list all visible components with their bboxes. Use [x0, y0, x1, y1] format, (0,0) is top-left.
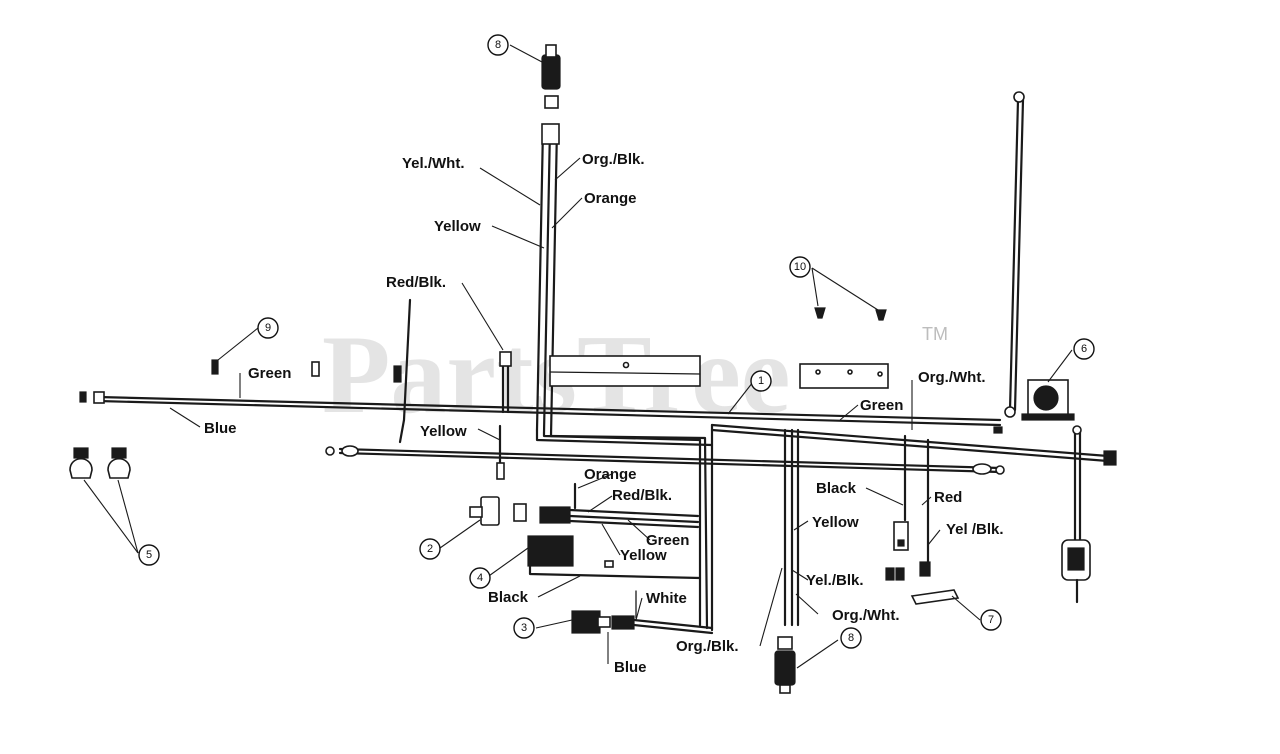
label-yel-blk-right: Yel /Blk.: [946, 521, 1004, 538]
label-white-lower: White: [646, 590, 687, 607]
svg-text:4: 4: [477, 572, 483, 584]
label-org-blk-lower: Org./Blk.: [676, 638, 739, 655]
watermark-trademark: TM: [922, 324, 948, 344]
callout-2: 2: [419, 538, 441, 560]
svg-text:5: 5: [146, 549, 152, 561]
svg-text:6: 6: [1081, 343, 1087, 355]
callout-1: 1: [750, 370, 772, 392]
yellow-mid-lead: [496, 424, 505, 480]
right-long-lead: [1004, 91, 1091, 604]
label-yel-wht-top: Yel./Wht.: [402, 155, 465, 172]
callout-5: 5: [138, 544, 160, 566]
label-org-wht-lower: Org./Wht.: [832, 607, 900, 624]
label-green-lower: Green: [646, 532, 689, 549]
wire-labels: Yel./Wht. Org./Blk. Orange Yellow Red/Bl…: [204, 151, 1004, 676]
lower-left-wiring: [469, 482, 714, 635]
svg-text:3: 3: [521, 622, 527, 634]
label-red-blk-left: Red/Blk.: [386, 274, 446, 291]
label-orange-top: Orange: [584, 190, 637, 207]
label-yellow-top: Yellow: [434, 218, 481, 235]
label-org-blk-top: Org./Blk.: [582, 151, 645, 168]
cable-tie: [398, 298, 412, 444]
svg-text:8: 8: [495, 39, 501, 51]
svg-text:9: 9: [265, 322, 271, 334]
mounting-plates: [549, 355, 889, 389]
leader-lines: [83, 44, 1073, 669]
callout-8-lower: 8: [840, 627, 862, 649]
label-yellow-right: Yellow: [812, 514, 859, 531]
label-orange-lower: Orange: [584, 466, 637, 483]
callouts: 1 2 3 4 5 6 7 8: [138, 34, 1095, 649]
callout-8-top: 8: [487, 34, 509, 56]
label-blue-lower: Blue: [614, 659, 647, 676]
callout-6: 6: [1073, 338, 1095, 360]
label-red-blk-lower: Red/Blk.: [612, 487, 672, 504]
label-green-left: Green: [248, 365, 291, 382]
svg-text:2: 2: [427, 543, 433, 555]
label-yellow-mid: Yellow: [420, 423, 467, 440]
label-blue-left: Blue: [204, 420, 237, 437]
label-yel-blk-lower-right: Yel./Blk.: [806, 572, 864, 589]
label-green-right: Green: [860, 397, 903, 414]
label-red-right: Red: [934, 489, 962, 506]
label-yellow-lower: Yellow: [620, 547, 667, 564]
callout-3: 3: [513, 617, 535, 639]
svg-text:7: 7: [988, 614, 994, 626]
svg-text:10: 10: [794, 261, 806, 273]
main-harness: [79, 391, 1117, 475]
svg-text:1: 1: [758, 375, 764, 387]
red-blk-lead: [499, 351, 512, 414]
label-org-wht-right: Org./Wht.: [918, 369, 986, 386]
loose-parts: [69, 307, 1003, 479]
right-vertical-harness: [774, 428, 960, 694]
label-black-right: Black: [816, 480, 857, 497]
callout-10: 10: [789, 256, 811, 278]
callout-9: 9: [257, 317, 279, 339]
label-black-lower: Black: [488, 589, 529, 606]
svg-text:8: 8: [848, 632, 854, 644]
callout-4: 4: [469, 567, 491, 589]
callout-7: 7: [980, 609, 1002, 631]
